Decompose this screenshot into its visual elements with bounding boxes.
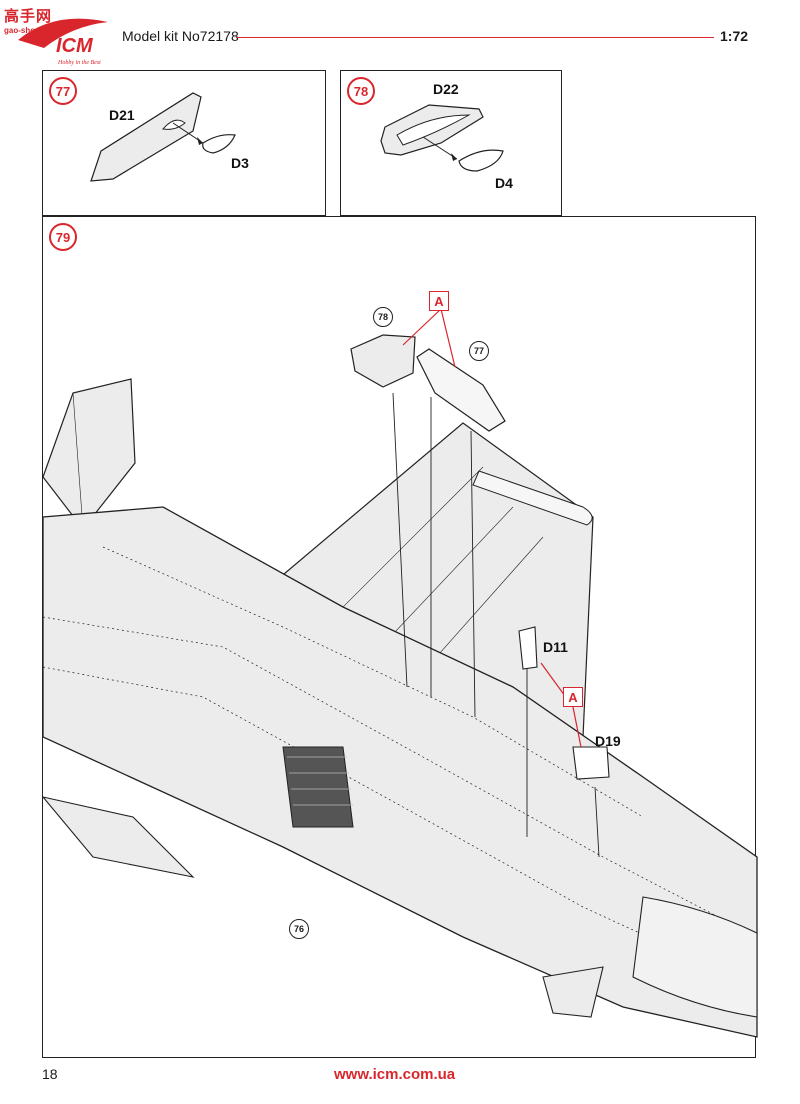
callout-a-parts: A bbox=[563, 687, 583, 707]
header-rule bbox=[236, 37, 714, 38]
step-77-panel: 77 D21 D3 bbox=[42, 70, 326, 216]
logo-text: ICM bbox=[56, 35, 94, 57]
icm-logo: ICM Hobby in the Best bbox=[4, 4, 116, 66]
assembly-drawing bbox=[41, 308, 758, 1038]
logo-graphic: ICM Hobby in the Best bbox=[18, 18, 108, 66]
callout-a-canopy: A bbox=[429, 291, 449, 311]
step-78-drawing bbox=[380, 104, 504, 172]
step-78-panel: 78 D22 D4 bbox=[340, 70, 562, 216]
watermark-text: 高手网 bbox=[4, 8, 53, 25]
step-77-badge: 77 bbox=[49, 77, 77, 105]
part-label-d4: D4 bbox=[495, 175, 513, 191]
kit-scale: 1:72 bbox=[720, 28, 749, 44]
ref-step-78: 78 bbox=[373, 307, 393, 327]
ref-step-77: 77 bbox=[469, 341, 489, 361]
part-label-d21: D21 bbox=[109, 107, 135, 123]
step-77-drawing bbox=[90, 92, 236, 182]
step-78-badge: 78 bbox=[347, 77, 375, 105]
part-label-d19: D19 bbox=[595, 733, 621, 749]
ref-step-76: 76 bbox=[289, 919, 309, 939]
step-79-panel: 79 bbox=[41, 216, 758, 1058]
step-79-badge: 79 bbox=[49, 223, 77, 251]
kit-title: Model kit No72178 bbox=[122, 28, 239, 44]
part-label-d22: D22 bbox=[433, 81, 459, 97]
logo-tagline: Hobby in the Best bbox=[57, 60, 101, 66]
page-number: 18 bbox=[42, 1066, 58, 1082]
footer-url-link[interactable]: www.icm.com.ua bbox=[334, 1066, 456, 1083]
part-label-d11: D11 bbox=[543, 639, 568, 655]
part-label-d3: D3 bbox=[231, 155, 249, 171]
watermark-sub: gao-shou.com bbox=[4, 26, 59, 35]
